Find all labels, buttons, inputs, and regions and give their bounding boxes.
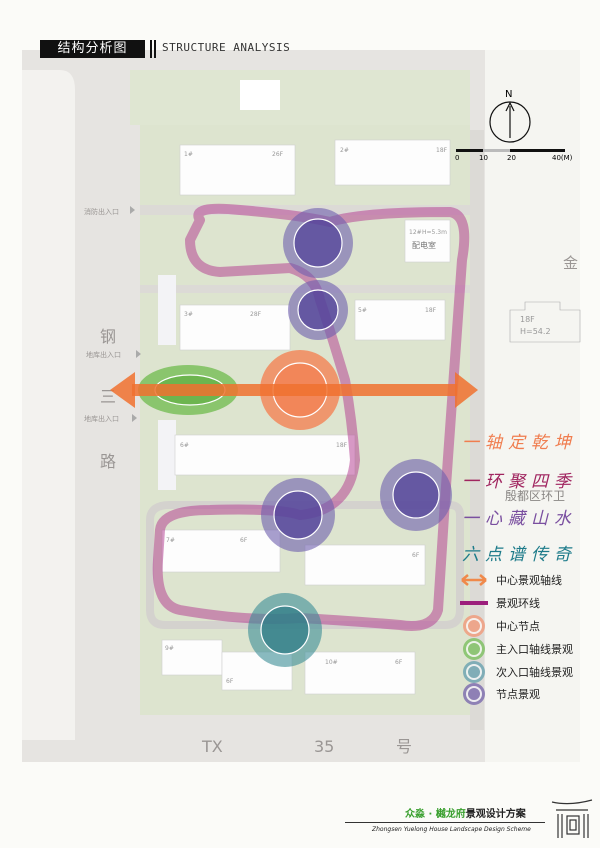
scale-tick: 20 <box>507 154 516 162</box>
neighbor-label: 殷都区环卫 <box>505 489 565 503</box>
building-labels: 1# 26F 2# 18F 12# H=5.3m 配电室 3# 28F 5# 1… <box>165 147 551 685</box>
legend-item-center-node: 中心节点 <box>460 616 540 636</box>
parking <box>158 275 176 345</box>
footer-divider <box>345 822 545 823</box>
building-id: 3# <box>184 311 193 318</box>
slogan-heart: 一心藏山水 <box>462 509 577 529</box>
building-id: 12# <box>409 229 422 236</box>
building-id: 9# <box>165 645 174 652</box>
building-floors: 6F <box>412 552 420 559</box>
building-floors: 18F <box>436 147 448 154</box>
scale-tick: 10 <box>479 154 488 162</box>
road-labels: 钢 三 路 TX 35 号 金 殷都区环卫 消防出入口 地库出入口 地库出入口 <box>84 207 578 756</box>
legend-label: 中心节点 <box>496 620 540 633</box>
building-id: 7# <box>166 537 175 544</box>
inner-road <box>140 205 470 215</box>
node-purple-4 <box>380 459 452 531</box>
brand-logo-icon <box>551 799 593 838</box>
building-floors: 18F <box>520 315 535 324</box>
node-purple-2 <box>288 280 348 340</box>
entrance-label: 地库出入口 <box>86 350 121 359</box>
building-floors: 18F <box>425 307 437 314</box>
slogan-points: 六点谱传奇 <box>462 545 577 565</box>
compass: N <box>489 89 531 143</box>
node-secondary-entrance <box>248 593 322 667</box>
west-white-block <box>22 70 75 740</box>
building-floors: 6F <box>226 678 234 685</box>
legend-item-loop: 景观环线 <box>460 593 540 613</box>
legend-label: 景观环线 <box>496 597 540 610</box>
building-id: 6# <box>180 442 189 449</box>
scale-tick: 40(M) <box>552 154 573 162</box>
scale-bar: 0 10 20 40(M) <box>455 149 573 162</box>
south-road-text: 号 <box>396 737 412 756</box>
slogan-axis: 一轴定乾坤 <box>462 433 577 453</box>
west-road-char: 路 <box>100 452 116 471</box>
circle-icon <box>460 664 488 680</box>
legend-label: 中心景观轴线 <box>496 574 562 587</box>
circle-icon <box>460 641 488 657</box>
legend-label: 节点景观 <box>496 688 540 701</box>
east-block <box>485 50 580 762</box>
north-label: N <box>505 89 512 100</box>
slogan-loop: 一环聚四季 <box>462 472 577 492</box>
line-icon <box>460 600 488 606</box>
building-floors: 18F <box>336 442 348 449</box>
double-arrow-icon <box>460 574 488 586</box>
building-floors: 6F <box>240 537 248 544</box>
building-height: H=5.3m <box>422 229 447 236</box>
node-purple-1 <box>283 208 353 278</box>
footer-scheme: 景观设计方案 <box>465 809 526 820</box>
inner-road-loop <box>146 501 464 629</box>
building-id: 2# <box>340 147 349 154</box>
legend-item-main-entrance: 主入口轴线景观 <box>460 639 573 659</box>
legend-item-central-axis: 中心景观轴线 <box>460 570 562 590</box>
legend-item-secondary-entrance: 次入口轴线景观 <box>460 662 573 682</box>
building-id: 5# <box>358 307 367 314</box>
building-height: H=54.2 <box>520 327 551 336</box>
parking <box>158 420 176 490</box>
circle-icon <box>460 686 488 702</box>
page-title-cn: 结构分析图 <box>40 40 145 58</box>
page-title-en: STRUCTURE ANALYSIS <box>162 41 291 54</box>
building-id: 10# <box>325 659 338 666</box>
building-floors: 6F <box>395 659 403 666</box>
building-floors: 26F <box>272 151 284 158</box>
west-road-char: 三 <box>100 387 116 406</box>
footer-subtitle: Zhongsen Yuelong House Landscape Design … <box>372 826 531 833</box>
building-id: 1# <box>184 151 193 158</box>
footer-title: 众淼 · 樾龙府景观设计方案 <box>405 805 526 820</box>
south-road-text: TX <box>201 737 223 756</box>
building-floors: 28F <box>250 311 262 318</box>
entrance-label: 消防出入口 <box>84 207 119 216</box>
landscape-loop <box>152 203 470 631</box>
title-divider <box>150 40 156 58</box>
central-axis-arrow <box>110 372 478 408</box>
north-plaza <box>240 80 280 110</box>
south-road-text: 35 <box>314 737 334 756</box>
legend-label: 次入口轴线景观 <box>496 666 573 679</box>
north-green <box>130 70 470 125</box>
scale-tick: 0 <box>455 154 459 162</box>
legend-label: 主入口轴线景观 <box>496 643 573 656</box>
buildings <box>161 139 581 695</box>
circle-icon <box>460 618 488 634</box>
west-road-char: 钢 <box>100 327 116 346</box>
entrance-markers <box>130 206 141 422</box>
building-name: 配电室 <box>412 240 436 250</box>
node-purple-3 <box>261 478 335 552</box>
footer-brand: 众淼 · 樾龙府 <box>405 809 466 820</box>
legend-item-node: 节点景观 <box>460 684 540 704</box>
entrance-label: 地库出入口 <box>84 414 119 423</box>
east-road-char: 金 <box>563 254 578 272</box>
